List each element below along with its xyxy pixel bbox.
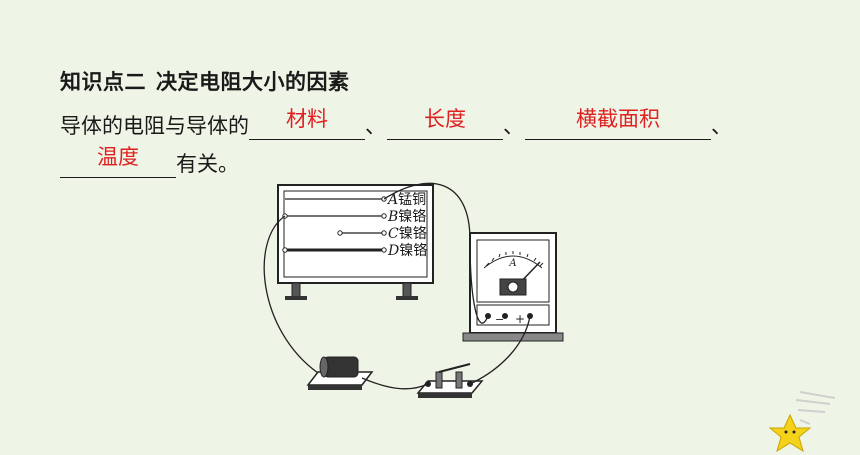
answer-length: 长度 xyxy=(424,107,466,131)
sentence-suffix: 有关。 xyxy=(176,152,239,176)
svg-text:C镍铬: C镍铬 xyxy=(388,226,427,242)
svg-text:D镍铬: D镍铬 xyxy=(387,243,427,259)
answer-cross-section: 横截面积 xyxy=(576,107,660,131)
wire-b-letter: B xyxy=(387,209,398,225)
ammeter: A − + xyxy=(462,232,564,342)
answer-blank-cross-section: 横截面积 xyxy=(525,108,711,140)
switch xyxy=(416,363,484,398)
separator: 、 xyxy=(503,114,524,138)
separator: 、 xyxy=(365,114,386,138)
answer-blank-temperature: 温度 xyxy=(60,146,176,178)
answer-temperature: 温度 xyxy=(97,145,139,169)
wire-a-material: 锰铜 xyxy=(398,192,426,208)
connecting-wires xyxy=(263,182,531,390)
wire-c-letter: C xyxy=(388,226,399,242)
section-heading: 知识点二决定电阻大小的因素 xyxy=(60,66,350,96)
sentence-prefix: 导体的电阻与导体的 xyxy=(60,114,249,138)
fill-in-sentence-line-2: 温度 有关。 xyxy=(60,146,239,178)
fill-in-sentence-line-1: 导体的电阻与导体的 材料 、 长度 、 横截面积 、 xyxy=(60,108,733,140)
section-number: 知识点二 xyxy=(60,70,146,94)
terminal-plus: + xyxy=(515,312,525,326)
wire-d-material: 镍铬 xyxy=(399,243,427,259)
star-decoration-icon xyxy=(768,391,836,453)
answer-material: 材料 xyxy=(286,107,328,131)
wire-c-material: 镍铬 xyxy=(399,226,427,242)
svg-text:B镍铬: B镍铬 xyxy=(387,209,426,225)
resistance-wire-board: A锰铜 B镍铬 C镍铬 D镍铬 xyxy=(277,184,434,300)
answer-blank-length: 长度 xyxy=(387,108,503,140)
terminal-minus: − xyxy=(495,313,504,326)
separator: 、 xyxy=(711,114,732,138)
section-title: 决定电阻大小的因素 xyxy=(156,70,350,94)
wire-b-material: 镍铬 xyxy=(398,209,426,225)
ammeter-symbol: A xyxy=(508,258,516,269)
battery xyxy=(306,356,374,390)
answer-blank-material: 材料 xyxy=(249,108,365,140)
wire-d-letter: D xyxy=(387,243,399,259)
